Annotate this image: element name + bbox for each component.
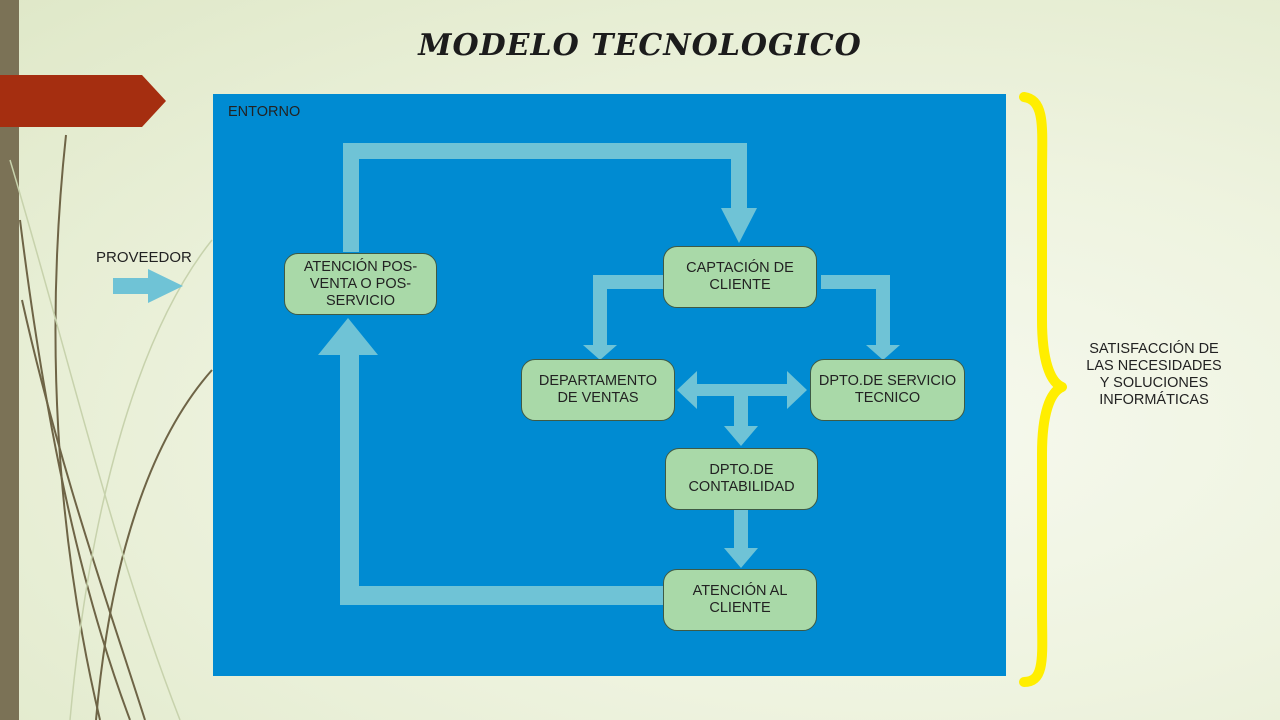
supplier-input-arrow — [113, 269, 183, 303]
node-post-sale: ATENCIÓN POS-VENTA O POS-SERVICIO — [284, 253, 437, 315]
arrow-to-accounting — [724, 396, 758, 446]
environment-label: ENTORNO — [228, 104, 301, 120]
node-sales: DEPARTAMENTO DE VENTAS — [521, 359, 675, 421]
red-tab-marker — [0, 75, 166, 127]
node-accounting-label: DPTO.DE CONTABILIDAD — [688, 462, 795, 495]
node-service-label: DPTO.DE SERVICIO TECNICO — [818, 373, 957, 406]
arrow-accounting-to-customer-care — [724, 509, 758, 568]
arrow-capture-to-service — [821, 275, 900, 360]
page-title: MODELO TECNOLOGICO — [418, 28, 862, 63]
connectors — [113, 143, 900, 605]
supplier-label: PROVEEDOR — [96, 249, 192, 266]
node-customer-care: ATENCIÓN AL CLIENTE — [663, 569, 817, 631]
node-accounting: DPTO.DE CONTABILIDAD — [665, 448, 818, 510]
double-arrow-sales-service — [677, 371, 807, 409]
node-post-sale-label: ATENCIÓN POS-VENTA O POS-SERVICIO — [303, 258, 418, 309]
node-service: DPTO.DE SERVICIO TECNICO — [810, 359, 965, 421]
decorative-curves — [19, 134, 213, 720]
node-customer-care-label: ATENCIÓN AL CLIENTE — [692, 583, 788, 616]
loop-arrow-to-post-sale — [318, 318, 664, 605]
node-capture: CAPTACIÓN DE CLIENTE — [663, 246, 817, 308]
node-sales-label: DEPARTAMENTO DE VENTAS — [538, 373, 658, 406]
loop-arrow-to-capture — [343, 143, 757, 252]
arrow-capture-to-sales — [583, 275, 664, 360]
curly-brace — [1019, 92, 1067, 687]
node-capture-label: CAPTACIÓN DE CLIENTE — [686, 260, 794, 293]
left-side-bar — [0, 0, 19, 720]
outcome-label: SATISFACCIÓN DE LAS NECESIDADES Y SOLUCI… — [1086, 341, 1222, 408]
